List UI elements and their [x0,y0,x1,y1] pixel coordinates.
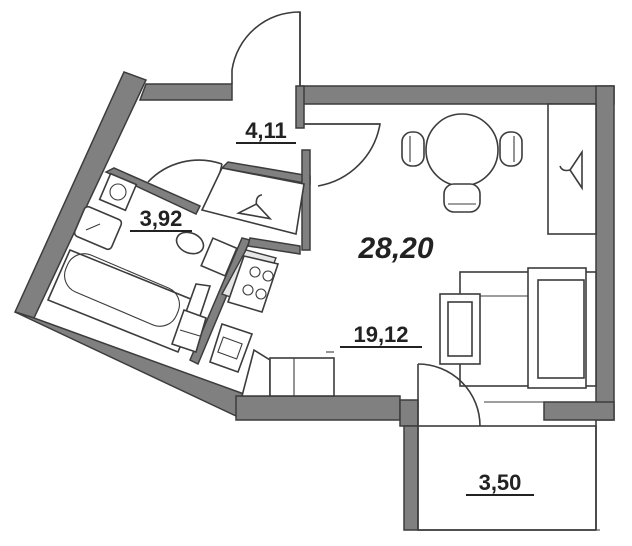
wardrobe [547,103,597,235]
hall-closet [200,167,305,235]
chair-left [401,131,425,167]
closet-divider [301,149,311,251]
balcony-area-label: 3,50 [479,470,522,495]
hanger-icon [559,149,583,191]
cushion [439,293,481,365]
hall-door [304,123,381,187]
fridge [170,283,212,354]
hallway-area-label: 4,11 [245,118,287,143]
bottom-right-wall [543,401,615,421]
bathtub [46,248,200,354]
stove [226,255,280,313]
dining-set [401,113,523,213]
walls [13,71,615,427]
entry-door [231,11,301,86]
area-labels: 4,11 3,92 28,20 19,12 3,50 [130,118,534,496]
bottom-wall [235,395,401,421]
kitchen-wall [247,237,301,255]
top-right-wall [301,85,615,105]
chair-bottom [443,183,481,213]
bath-sink [73,205,123,251]
sofa-bed [459,267,597,389]
chair-right [499,131,523,167]
hall-wall-vertical [295,85,305,129]
bathroom-fixtures [46,172,238,354]
kitchen-sink [209,322,254,374]
bottom-wall-stub [399,399,419,427]
top-left-wall [138,83,233,101]
hanger-icon [236,194,273,220]
total-area-label: 28,20 [357,232,433,265]
kitchen [170,249,335,397]
balcony [403,420,600,531]
kitchen-counter [240,348,335,397]
bathroom-area-label: 3,92 [140,206,183,231]
bath-top-wall [104,167,202,215]
right-wall [595,85,615,421]
living-area-label: 19,12 [353,322,408,347]
toilet [175,231,238,277]
washing-machine [98,172,138,212]
